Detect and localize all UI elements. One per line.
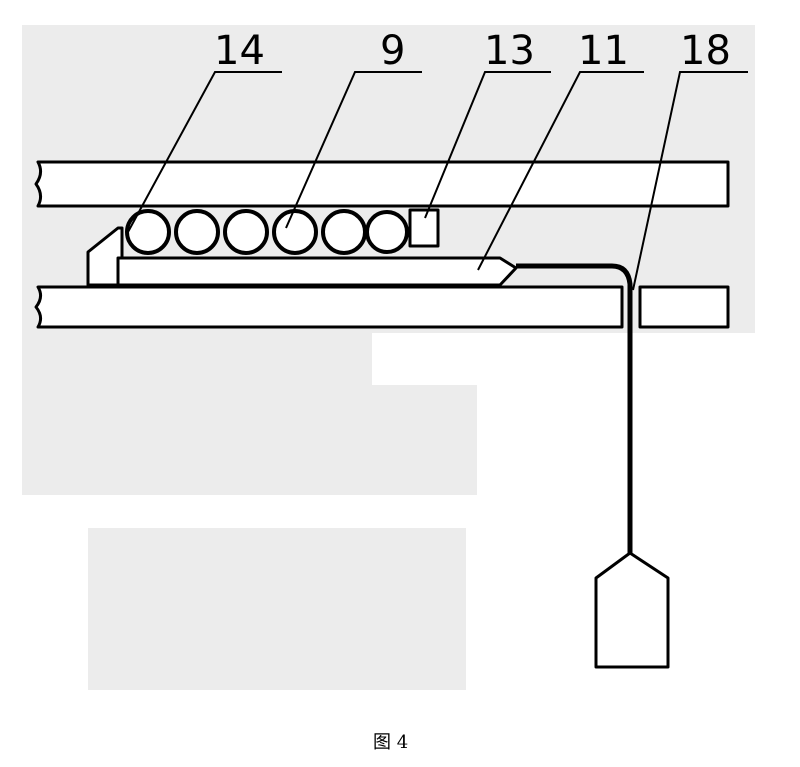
leader-lines xyxy=(127,71,748,291)
roller-5 xyxy=(321,209,367,255)
label-14: 14 xyxy=(214,28,265,74)
leader-9 xyxy=(285,71,422,229)
figure-caption: 图 4 xyxy=(373,732,408,753)
part-14-block xyxy=(86,226,124,287)
shade-top xyxy=(22,25,755,153)
shade-middle-right xyxy=(372,385,477,495)
label-9: 9 xyxy=(380,28,405,74)
label-18: 18 xyxy=(680,28,731,74)
shade-middle xyxy=(22,330,372,495)
hanging-weight xyxy=(594,551,670,669)
roller-2 xyxy=(174,209,220,255)
shade-lower xyxy=(88,528,466,690)
top-rail xyxy=(34,160,730,208)
roller-1 xyxy=(125,209,171,255)
leader-13 xyxy=(424,71,551,219)
part-18-cable xyxy=(516,263,633,555)
label-11: 11 xyxy=(578,28,629,74)
part-11-plate xyxy=(116,256,518,287)
bottom-rail-left xyxy=(34,285,624,329)
roller-3 xyxy=(223,209,269,255)
roller-6 xyxy=(365,210,409,254)
label-13: 13 xyxy=(484,28,535,74)
part-13-block xyxy=(408,208,440,248)
bottom-rail-right xyxy=(638,285,730,329)
leader-18 xyxy=(632,71,748,291)
roller-4 xyxy=(272,209,318,255)
leader-14 xyxy=(127,71,282,233)
rollers-part-9 xyxy=(125,209,409,255)
leader-11 xyxy=(477,71,644,271)
